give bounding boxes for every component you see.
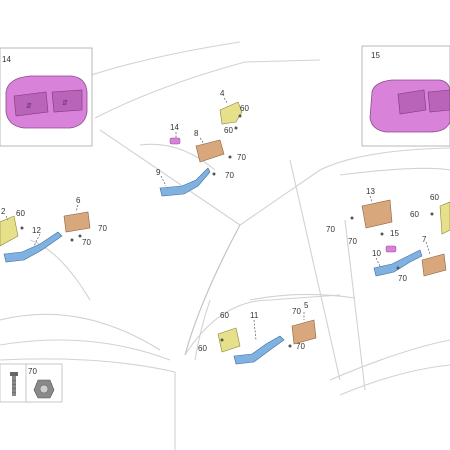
label-part: 11	[250, 311, 259, 320]
label-part: 10	[372, 249, 381, 258]
bracket-part-4	[219, 101, 243, 125]
bracket-part-12	[3, 231, 63, 263]
label-part: 60	[220, 311, 229, 320]
label-part: 14	[170, 123, 179, 132]
module-part-8	[195, 139, 225, 163]
switch-icon-right: ⇵	[62, 100, 68, 107]
switch-part-14	[169, 137, 181, 145]
label-part: 60	[198, 344, 207, 353]
module-part-6	[63, 211, 91, 233]
switch-part-15	[385, 245, 397, 253]
bracket-part-11	[233, 335, 285, 365]
label-part: 8	[194, 129, 199, 138]
switch-15-large	[369, 79, 450, 133]
label-part: 9	[156, 168, 161, 177]
inset-left-number: 14	[2, 55, 11, 64]
hardware-legend: 70	[0, 363, 63, 403]
label-part: 70	[348, 237, 357, 246]
label-part: 70	[292, 307, 301, 316]
bracket-part-right	[439, 201, 450, 235]
bolt-icon	[10, 372, 18, 396]
switch-icon-left: ⇵	[26, 103, 32, 110]
label-part: 12	[32, 226, 41, 235]
bracket-part-left-door	[217, 327, 241, 353]
nut-icon	[33, 379, 55, 399]
part-labels: 4 60 60 14 8 70 9 70 2 60 6 12 70 70 13 …	[1, 89, 439, 353]
inset-right: 15	[361, 45, 450, 147]
bracket-part-9	[159, 167, 211, 197]
label-part: 60	[430, 193, 439, 202]
inset-right-number: 15	[371, 51, 380, 60]
label-part: 70	[237, 153, 246, 162]
bracket-part-10	[373, 249, 423, 277]
leader-lines	[5, 97, 431, 341]
module-part-5	[291, 319, 317, 345]
label-part: 4	[220, 89, 225, 98]
label-part: 60	[16, 209, 25, 218]
label-part: 7	[422, 235, 427, 244]
switch-14-large: ⇵ ⇵	[5, 75, 88, 129]
label-part: 70	[225, 171, 234, 180]
legend-item-b-number: 70	[28, 367, 37, 376]
label-part: 60	[240, 104, 249, 113]
label-part: 13	[366, 187, 375, 196]
label-part: 70	[326, 225, 335, 234]
label-part: 70	[398, 274, 407, 283]
label-part: 2	[1, 207, 6, 216]
inset-left: 14 ⇵ ⇵	[0, 47, 93, 147]
label-part: 15	[390, 229, 399, 238]
label-part: 70	[98, 224, 107, 233]
label-part: 6	[76, 196, 81, 205]
label-part: 5	[304, 301, 309, 310]
module-part-7	[421, 253, 447, 277]
label-part: 70	[296, 342, 305, 351]
label-part: 70	[82, 238, 91, 247]
module-part-13	[361, 199, 393, 229]
label-part: 60	[224, 126, 233, 135]
car-outline	[0, 41, 450, 450]
label-part: 60	[410, 210, 419, 219]
bracket-part-2	[0, 215, 19, 247]
